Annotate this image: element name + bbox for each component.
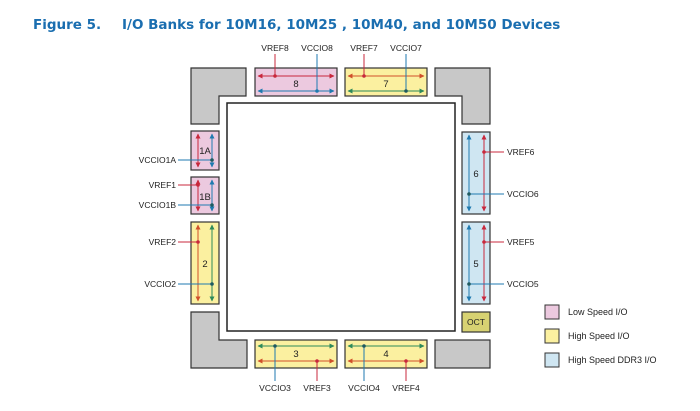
bank-5-label: 5 <box>473 259 478 270</box>
legend-item-high-speed: High Speed I/O <box>544 328 630 344</box>
legend-swatch-high-speed <box>544 328 560 344</box>
vref4-label: VREF4 <box>392 383 420 393</box>
vccio2-node <box>210 282 214 286</box>
vccio8-node <box>315 89 319 93</box>
bank-3: 3 VCCIO3 VREF3 <box>254 339 338 393</box>
bank-6-label: 6 <box>473 169 478 180</box>
legend: Low Speed I/O High Speed I/O High Speed … <box>544 304 657 368</box>
vref7-label: VREF7 <box>350 43 378 53</box>
vccio1a-label: VCCIO1A <box>139 155 177 165</box>
legend-item-ddr3: High Speed DDR3 I/O <box>544 352 657 368</box>
vref1-label: VREF1 <box>149 180 177 190</box>
legend-swatch-ddr3 <box>544 352 560 368</box>
bank-8-label: 8 <box>293 79 298 90</box>
bank-1b: 1B VREF1 VCCIO1B <box>139 176 220 215</box>
vccio4-node <box>362 344 366 348</box>
bank-7: 7 VREF7 VCCIO7 <box>344 43 428 97</box>
legend-label-low-speed: Low Speed I/O <box>568 307 628 317</box>
bank-5: 5 VREF5 VCCIO5 <box>461 221 539 305</box>
bank-6: 6 VREF6 VCCIO6 <box>461 131 539 215</box>
bank-1a-label: 1A <box>199 146 211 157</box>
vref3-node <box>315 359 319 363</box>
bank-8: 8 VREF8 VCCIO8 <box>254 43 338 97</box>
bank-2: 2 VREF2 VCCIO2 <box>144 221 220 305</box>
vccio4-label: VCCIO4 <box>348 383 380 393</box>
corner-top-right <box>434 67 491 125</box>
bank-4: 4 VCCIO4 VREF4 <box>344 339 428 393</box>
bank-3-label: 3 <box>293 349 298 360</box>
legend-swatch-low-speed <box>544 304 560 320</box>
legend-label-ddr3: High Speed DDR3 I/O <box>568 355 657 365</box>
corner-bottom-left <box>190 311 248 369</box>
bank-1b-label: 1B <box>199 192 211 203</box>
vref8-label: VREF8 <box>261 43 289 53</box>
vref2-label: VREF2 <box>149 237 177 247</box>
vref3-label: VREF3 <box>303 383 331 393</box>
figure-caption: I/O Banks for 10M16, 10M25 , 10M40, and … <box>122 17 561 33</box>
oct-block: OCT <box>461 311 491 333</box>
legend-label-high-speed: High Speed I/O <box>568 331 630 341</box>
vref1-node <box>196 183 200 187</box>
vccio8-label: VCCIO8 <box>301 43 333 53</box>
vccio6-node <box>467 192 471 196</box>
vref7-node <box>362 74 366 78</box>
bank-1a: 1A VCCIO1A <box>139 130 220 171</box>
fpga-die <box>226 102 456 332</box>
vccio5-node <box>467 282 471 286</box>
vref5-label: VREF5 <box>507 237 535 247</box>
corner-top-left <box>190 67 247 125</box>
oct-box <box>461 311 491 333</box>
vref5-node <box>482 240 486 244</box>
vccio2-label: VCCIO2 <box>144 279 176 289</box>
bank-4-label: 4 <box>383 349 388 360</box>
vccio3-node <box>273 344 277 348</box>
vref8-node <box>273 74 277 78</box>
vccio1b-label: VCCIO1B <box>139 200 177 210</box>
vref6-label: VREF6 <box>507 147 535 157</box>
bank-2-label: 2 <box>202 259 207 270</box>
corner-bottom-right <box>434 339 491 369</box>
vccio6-label: VCCIO6 <box>507 189 539 199</box>
bank-7-label: 7 <box>383 79 388 90</box>
figure-number: Figure 5. <box>33 17 102 33</box>
vref6-node <box>482 150 486 154</box>
vccio7-node <box>404 89 408 93</box>
oct-label: OCT <box>467 317 485 327</box>
vccio7-label: VCCIO7 <box>390 43 422 53</box>
legend-item-low-speed: Low Speed I/O <box>544 304 628 320</box>
vccio3-label: VCCIO3 <box>259 383 291 393</box>
vccio1a-node <box>210 158 214 162</box>
vccio1b-node <box>210 203 214 207</box>
vccio5-label: VCCIO5 <box>507 279 539 289</box>
vref4-node <box>404 359 408 363</box>
vref2-node <box>196 240 200 244</box>
